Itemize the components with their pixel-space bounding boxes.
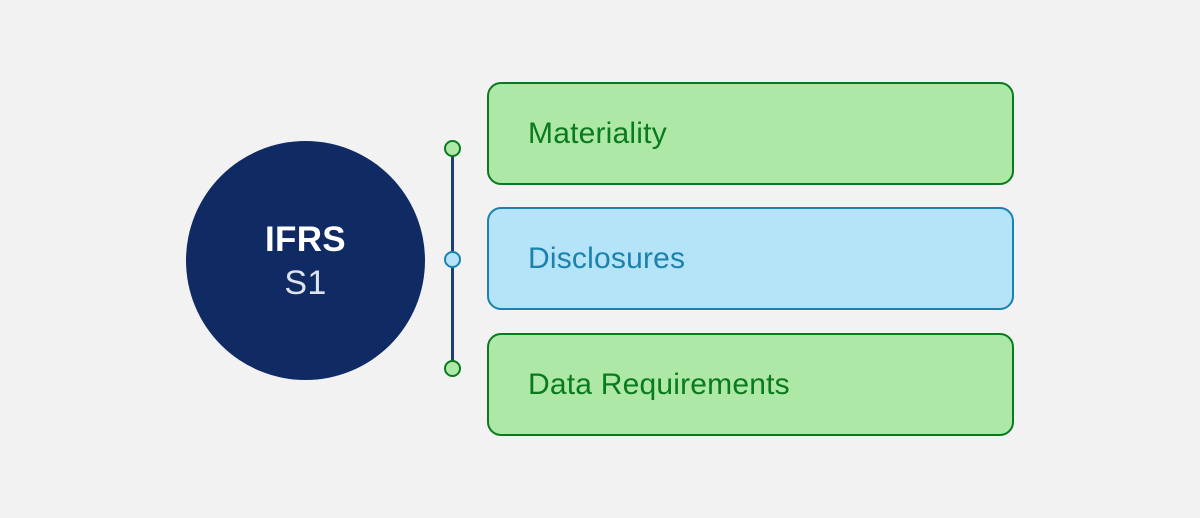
topic-label-disclosures: Disclosures xyxy=(528,241,686,275)
topic-box-disclosures[interactable]: Disclosures xyxy=(487,207,1014,310)
connector-node-data-requirements xyxy=(444,360,461,377)
topic-box-materiality[interactable]: Materiality xyxy=(487,82,1014,185)
topic-label-data-requirements: Data Requirements xyxy=(528,367,790,401)
topic-label-materiality: Materiality xyxy=(528,116,667,150)
hub-secondary-label: S1 xyxy=(284,263,327,302)
topic-box-data-requirements[interactable]: Data Requirements xyxy=(487,333,1014,436)
hub-circle-ifrs-s1[interactable]: IFRS S1 xyxy=(186,141,425,380)
connector-node-disclosures xyxy=(444,251,461,268)
hub-primary-label: IFRS xyxy=(265,219,346,259)
connector-node-materiality xyxy=(444,140,461,157)
